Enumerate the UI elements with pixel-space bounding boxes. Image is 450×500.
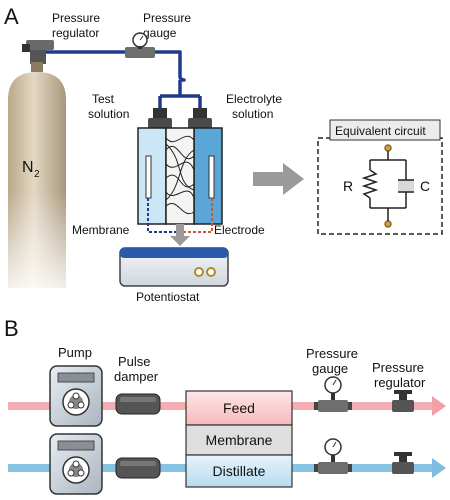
membrane-label-b: Membrane [206,432,273,448]
pressure-regulator-label-line2: regulator [52,26,99,40]
test-solution-label-line2: solution [88,107,129,121]
resistor-label: R [343,178,353,194]
distillate-pressure-regulator-icon [392,452,414,474]
pressure-regulator-label-b-line1: Pressure [372,360,424,375]
potentiostat-device [119,247,229,287]
pressure-regulator-label-line1: Pressure [52,11,100,25]
distillate-pump [49,433,103,495]
electrolyte-solution-label-line1: Electrolyte [226,92,282,106]
electrolyte-solution-label-line2: solution [232,107,273,121]
capacitor-label: C [420,178,430,194]
circuit-schematic [361,144,414,228]
panel-a-label: A [4,4,19,29]
cylinder-regulator [22,40,54,64]
pressure-gauge-label-b-line2: gauge [312,361,348,376]
pulse-damper-label-line1: Pulse [118,354,151,369]
feed-label: Feed [223,400,255,416]
distillate-label: Distillate [213,463,266,479]
distillate-box [185,454,293,488]
panel-b-label: B [4,316,19,341]
signal-down-arrow [170,224,190,246]
feed-box [185,390,293,426]
potentiostat-label: Potentiostat [136,290,200,304]
pump-label: Pump [58,345,92,360]
gas-tubing [40,50,202,112]
electrode-leads [147,198,213,233]
feed-pressure-regulator-icon [392,390,414,412]
pulse-damper-label-line2: damper [114,369,159,384]
distillate-pulse-damper [115,457,161,479]
pressure-gauge-label-b-line1: Pressure [306,346,358,361]
cylinder-gas-label: N [22,159,34,176]
membrane-label-a: Membrane [72,223,130,237]
feed-pump [49,365,103,427]
diffusion-cell [137,108,223,225]
pressure-gauge-label-line2: gauge [143,26,177,40]
pressure-gauge-icon [125,32,155,58]
circuit-arrow [253,163,304,195]
electrode-label: Electrode [214,223,265,237]
pressure-gauge-label-line1: Pressure [143,11,191,25]
test-solution-label-line1: Test [92,92,115,106]
feed-pressure-gauge-icon [314,376,352,412]
equivalent-circuit-title: Equivalent circuit [335,124,426,138]
pressure-regulator-label-b-line2: regulator [374,375,426,390]
feed-pulse-damper [115,393,161,415]
cylinder-gas-subscript: 2 [34,169,40,180]
membrane-box [185,424,293,456]
distillate-pressure-gauge-icon [314,438,352,474]
n2-cylinder [8,62,66,288]
equivalent-circuit-box [317,119,443,235]
